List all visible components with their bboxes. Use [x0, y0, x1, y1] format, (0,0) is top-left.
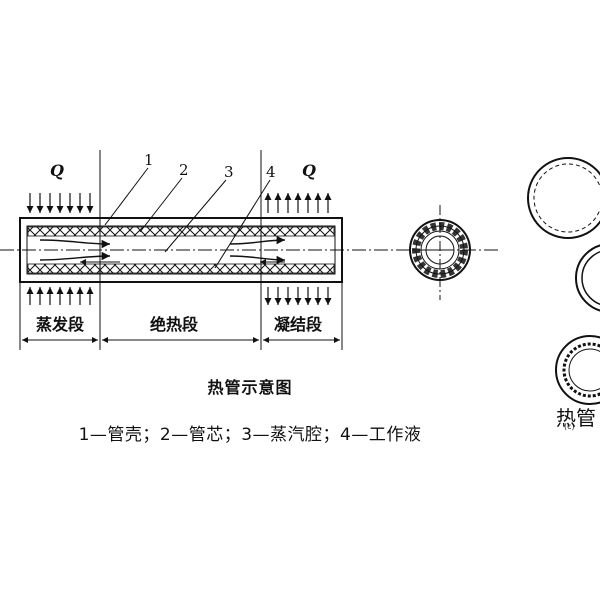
heat-out-label: Q: [302, 161, 316, 180]
part-label-3: 3: [224, 163, 234, 181]
pipe-wick: [27, 226, 335, 274]
wick-type-sections: [527, 157, 600, 405]
segment-boundaries: [19, 150, 343, 350]
figure-title: 热管示意图: [207, 378, 293, 397]
part-label-4: 4: [266, 163, 276, 181]
heat-in-label: Q: [50, 161, 64, 180]
heat-output-arrows: [264, 193, 332, 305]
part-label-2: 2: [179, 161, 189, 179]
condenser-label: 凝结段: [274, 315, 323, 334]
side-caption: 热管: [556, 406, 596, 430]
evaporator-label: 蒸发段: [36, 315, 85, 334]
side-sub-label: (c): [564, 422, 575, 431]
heat-input-arrows: [26, 193, 94, 305]
vapor-flow-arrows: [39, 235, 286, 265]
pipe-cross-section: [409, 205, 471, 300]
part-label-1: 1: [144, 151, 154, 169]
adiabatic-label: 绝热段: [150, 315, 199, 334]
figure-legend: 1—管壳；2—管芯；3—蒸汽腔；4—工作液: [78, 425, 422, 445]
